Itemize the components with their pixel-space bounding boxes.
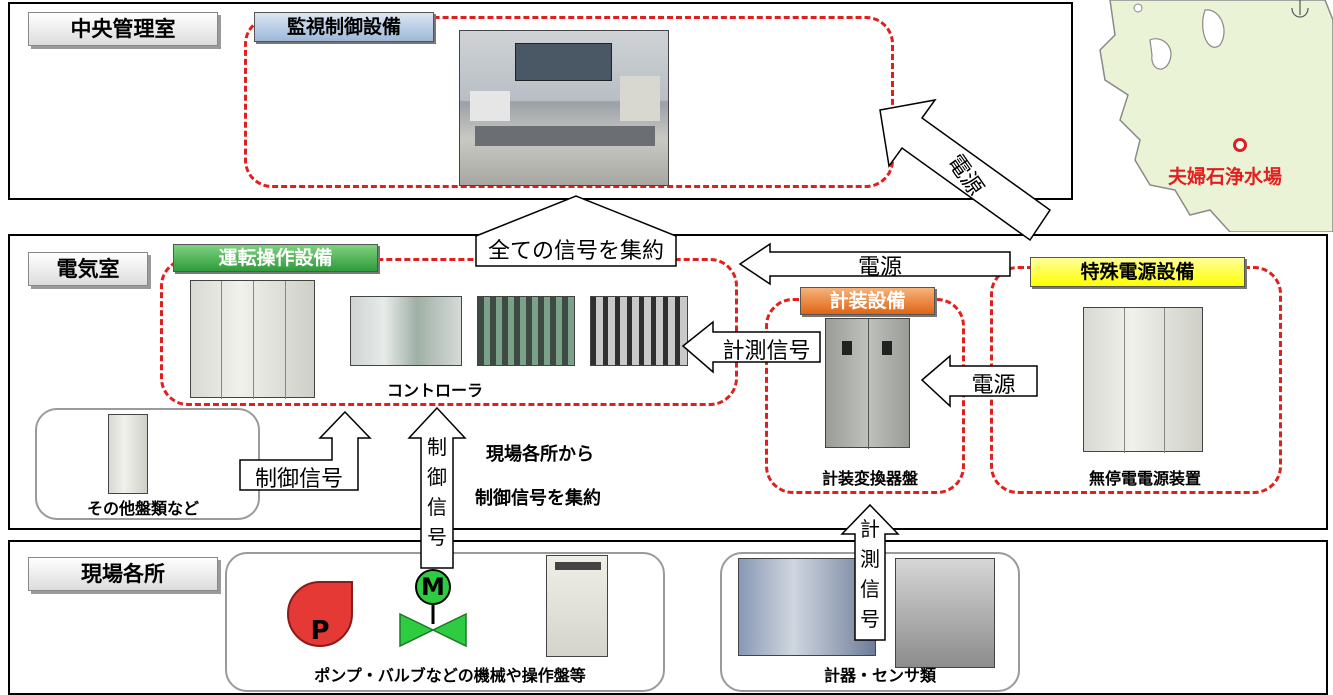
operation-cabinet-photo [190, 280, 315, 399]
operation-panel-photo [546, 555, 608, 657]
control-signal-vertical-label: 制 御 信 号 [427, 435, 447, 549]
pump-symbol [287, 581, 353, 647]
operation-group-tag: 運転操作設備 [173, 244, 378, 272]
electrical-room-label: 電気室 [28, 252, 148, 286]
controller-photo-2 [477, 296, 575, 366]
map-location-label: 夫婦石浄水場 [1168, 166, 1283, 188]
measurement-signal-label: 計測信号 [722, 339, 811, 364]
sensors-caption: 計器・センサ類 [823, 666, 936, 685]
location-map [1099, 0, 1333, 232]
motor-valve-symbol [399, 569, 467, 648]
control-signal-label: 制御信号 [254, 467, 343, 492]
other-panels-caption: その他盤類など [86, 499, 199, 518]
control-room-photo [459, 30, 669, 186]
special-power-group-tag: 特殊電源設備 [1030, 257, 1245, 287]
location-marker [1233, 138, 1247, 152]
measurement-signal-vertical-label: 計 測 信 号 [860, 517, 880, 631]
instrumentation-group-tag: 計装設備 [800, 287, 935, 315]
controller-caption: コントローラ [386, 381, 483, 400]
machines-caption: ポンプ・バルブなどの機械や操作盤等 [314, 666, 586, 685]
instrument-converter-photo [825, 318, 910, 449]
ups-photo [1083, 307, 1203, 453]
field-area-label: 現場各所 [28, 557, 218, 591]
other-panels-photo [108, 414, 148, 494]
pump-symbol-label: P [310, 616, 330, 646]
ups-caption: 無停電電源装置 [1088, 469, 1201, 488]
controller-photo-1 [350, 296, 462, 366]
power-horizontal-label: 電源 [857, 255, 902, 280]
all-signals-label: 全ての信号を集約 [487, 239, 664, 264]
power-small-label: 電源 [971, 373, 1016, 398]
controller-photo-3 [590, 296, 688, 366]
field-note-line1: 現場各所から [486, 444, 594, 465]
instrument-converter-caption: 計装変換器盤 [821, 469, 918, 488]
field-note-line2: 制御信号を集約 [475, 488, 601, 509]
motor-symbol-label: M [421, 573, 445, 601]
central-room-label: 中央管理室 [28, 12, 218, 46]
monitoring-group-tag: 監視制御設備 [254, 12, 434, 42]
pressure-sensor-photo [895, 558, 995, 668]
